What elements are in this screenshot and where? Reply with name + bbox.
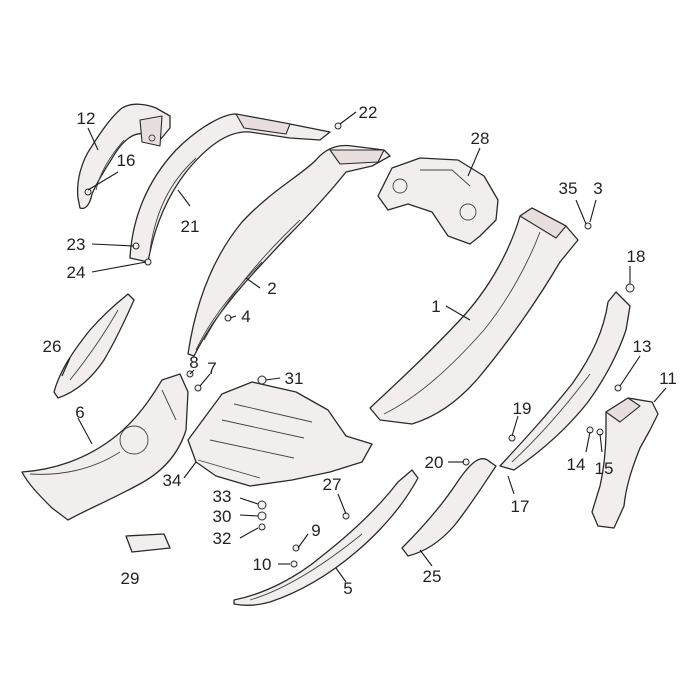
callout-15: 15 [595, 459, 614, 478]
callout-16: 16 [117, 151, 136, 170]
callout-10: 10 [253, 555, 272, 574]
callout-13: 13 [633, 337, 652, 356]
callout-24: 24 [67, 263, 86, 282]
callout-25: 25 [423, 567, 442, 586]
callout-5: 5 [343, 579, 352, 598]
part-12-grab-handle [76, 103, 171, 210]
callout-30: 30 [213, 507, 232, 526]
part-28-rear-bracket [377, 157, 499, 245]
part-11-rear-grab-bar [591, 397, 659, 529]
callout-34: 34 [163, 471, 182, 490]
callout-26: 26 [43, 337, 62, 356]
callout-21: 21 [181, 217, 200, 236]
callout-17: 17 [511, 497, 530, 516]
callout-1: 1 [431, 297, 440, 316]
callout-18: 18 [627, 247, 646, 266]
callout-labels: 12 16 21 22 23 24 28 35 3 2 18 4 1 26 8 … [43, 103, 677, 598]
callout-35: 35 [559, 179, 578, 198]
callout-9: 9 [311, 521, 320, 540]
callout-27: 27 [323, 475, 342, 494]
part-2-side-panel [187, 144, 391, 357]
callout-31: 31 [285, 369, 304, 388]
part-17-right-side-panel [499, 291, 631, 471]
callout-23: 23 [67, 235, 86, 254]
callout-12: 12 [77, 109, 96, 128]
callout-29: 29 [121, 569, 140, 588]
callout-14: 14 [567, 455, 586, 474]
leader-lines [61, 111, 667, 583]
callout-11: 11 [659, 369, 677, 388]
part-34-floor-tray [187, 381, 373, 487]
callout-7: 7 [207, 359, 216, 378]
callout-20: 20 [425, 453, 444, 472]
part-25-lower-strip [401, 458, 497, 557]
callout-8: 8 [189, 353, 198, 372]
part-1-rear-side-cover [369, 207, 579, 425]
part-21-inner-trim [129, 113, 331, 263]
callout-4: 4 [241, 307, 250, 326]
hardware-fasteners [84, 122, 635, 568]
callout-33: 33 [213, 487, 232, 506]
callout-19: 19 [513, 399, 532, 418]
part-26-left-trim [53, 293, 135, 399]
part-5-lower-skirt [233, 469, 419, 606]
callout-32: 32 [213, 529, 232, 548]
callout-28: 28 [471, 129, 490, 148]
callout-2: 2 [267, 279, 276, 298]
callout-6: 6 [75, 403, 84, 422]
callout-22: 22 [359, 103, 378, 122]
part-29-label [125, 533, 171, 553]
part-6-front-lower-panel [21, 373, 189, 521]
callout-3: 3 [593, 179, 602, 198]
